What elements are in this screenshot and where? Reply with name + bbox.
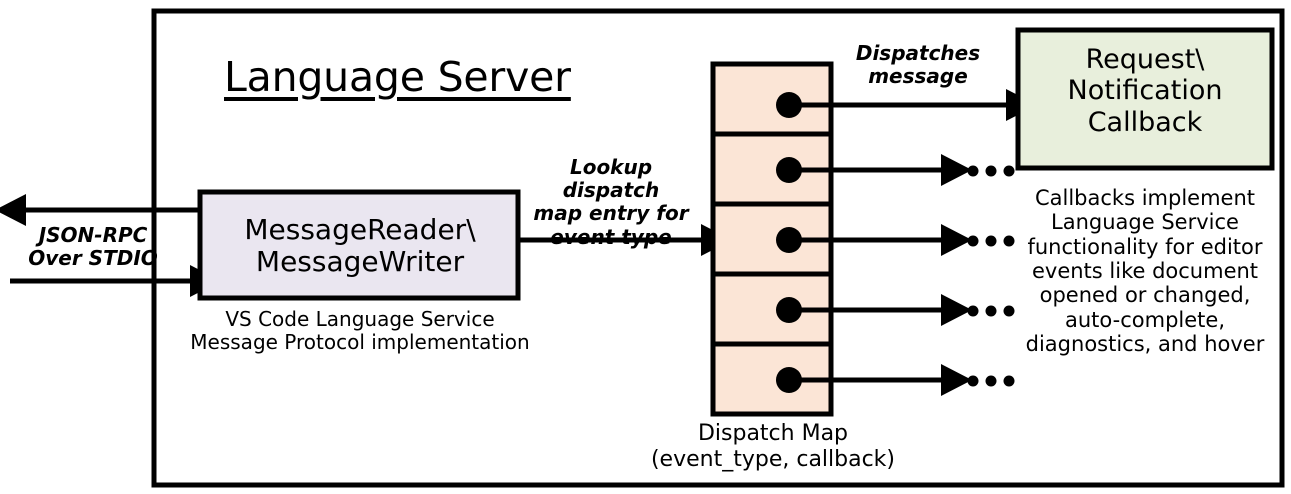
lookup-dispatch-label: Lookup dispatch map entry for event type: [533, 155, 689, 249]
ellipsis-row-5: [967, 375, 1015, 387]
dispatch-map-row: [710, 61, 834, 137]
message-reader-writer-box: [197, 189, 521, 301]
dispatch-map-caption: Dispatch Map (event_type, callback): [650, 421, 896, 472]
language-server-boundary: [151, 8, 1285, 488]
callbacks-description-caption: Callbacks implement Language Service fun…: [1025, 186, 1265, 357]
ellipsis-row-3: [967, 235, 1015, 247]
ellipsis-row-4: [967, 305, 1015, 317]
page-title: Language Server: [224, 53, 571, 101]
message-reader-writer-caption: VS Code Language Service Message Protoco…: [190, 307, 530, 355]
request-notification-callback-box: [1015, 27, 1275, 171]
request-notification-callback-label: Request\ Notification Callback: [1067, 44, 1223, 138]
message-reader-writer-label: MessageReader\ MessageWriter: [244, 213, 476, 279]
dispatch-map-table: [710, 61, 834, 417]
jsonrpc-transport-label: JSON-RPC Over STDIO: [28, 223, 158, 271]
dispatches-message-label: Dispatches message: [855, 41, 981, 89]
ellipsis-row-2: [967, 165, 1015, 177]
